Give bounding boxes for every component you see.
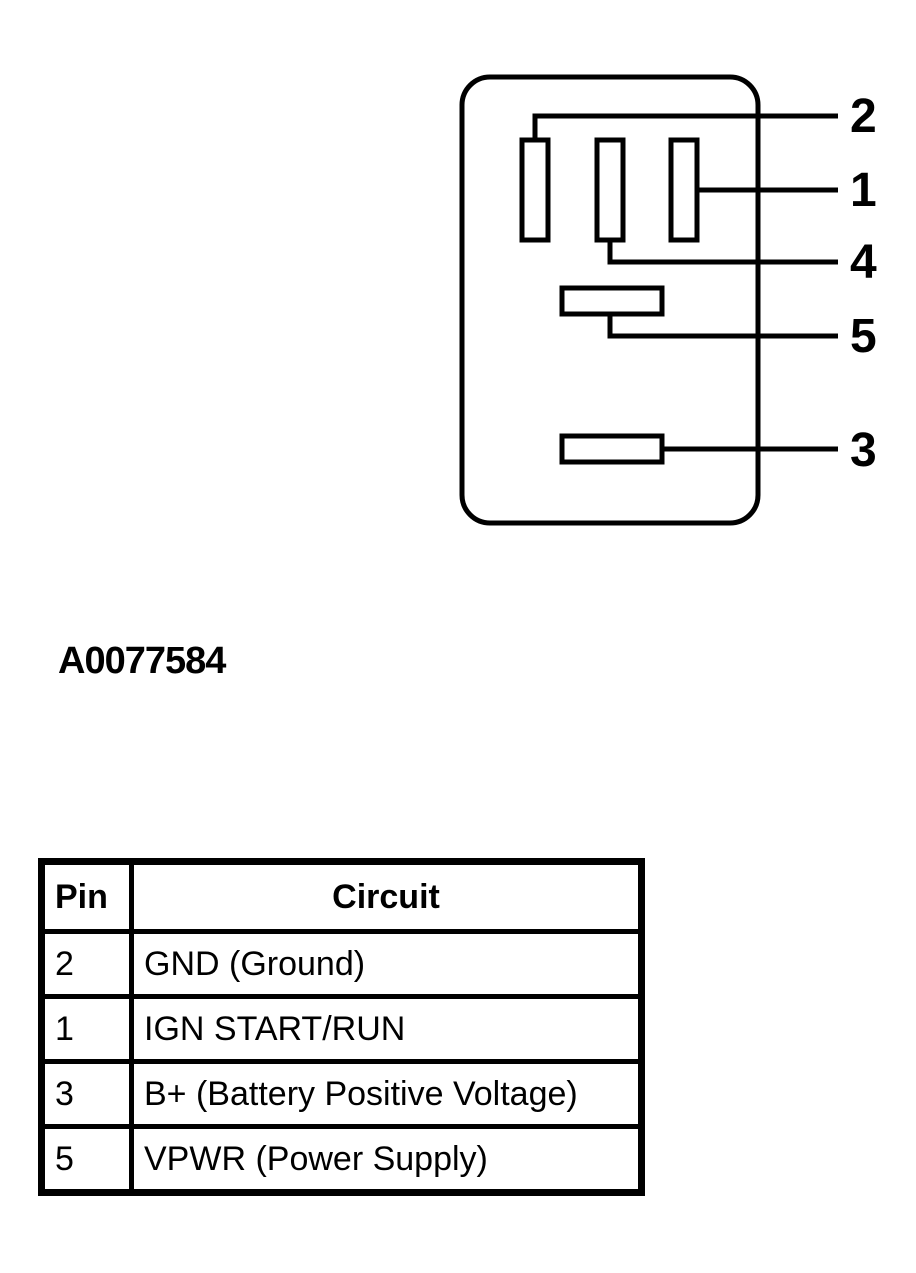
table-row: 5 VPWR (Power Supply): [39, 1124, 644, 1195]
pin-label-2: 2: [850, 90, 877, 143]
terminal-pin-3: [559, 433, 665, 465]
cell-circuit: B+ (Battery Positive Voltage): [129, 1059, 644, 1129]
figure-reference-id: A0077584: [58, 640, 226, 682]
leader-line-pin-5: [607, 314, 838, 339]
pin-label-5: 5: [850, 310, 877, 363]
cell-pin: 1: [39, 994, 134, 1064]
connector-diagram: 2 1 4 5 3: [459, 74, 877, 526]
table-row: 2 GND (Ground): [39, 929, 644, 999]
table-row: 3 B+ (Battery Positive Voltage): [39, 1059, 644, 1129]
pinout-table: Pin Circuit 2 GND (Ground) 1 IGN START/R…: [38, 858, 645, 1196]
cell-circuit: IGN START/RUN: [129, 994, 644, 1064]
table-row: 1 IGN START/RUN: [39, 994, 644, 1064]
pin-label-3: 3: [850, 424, 877, 477]
pin-label-1: 1: [850, 164, 877, 217]
connector-housing: [459, 74, 761, 526]
cell-circuit: GND (Ground): [129, 929, 644, 999]
pin-label-4: 4: [850, 236, 877, 289]
cell-pin: 5: [39, 1124, 134, 1195]
cell-pin: 3: [39, 1059, 134, 1129]
cell-circuit: VPWR (Power Supply): [129, 1124, 644, 1195]
terminal-pin-2: [519, 137, 551, 243]
table-header-row: Pin Circuit: [39, 859, 644, 934]
terminal-pin-5: [559, 285, 665, 317]
terminal-pin-4: [594, 137, 626, 243]
terminal-pin-1: [668, 137, 700, 243]
header-circuit: Circuit: [129, 859, 644, 934]
leader-line-pin-4: [607, 240, 838, 265]
header-pin: Pin: [39, 859, 134, 934]
leader-line-pin-2: [532, 113, 838, 140]
cell-pin: 2: [39, 929, 134, 999]
